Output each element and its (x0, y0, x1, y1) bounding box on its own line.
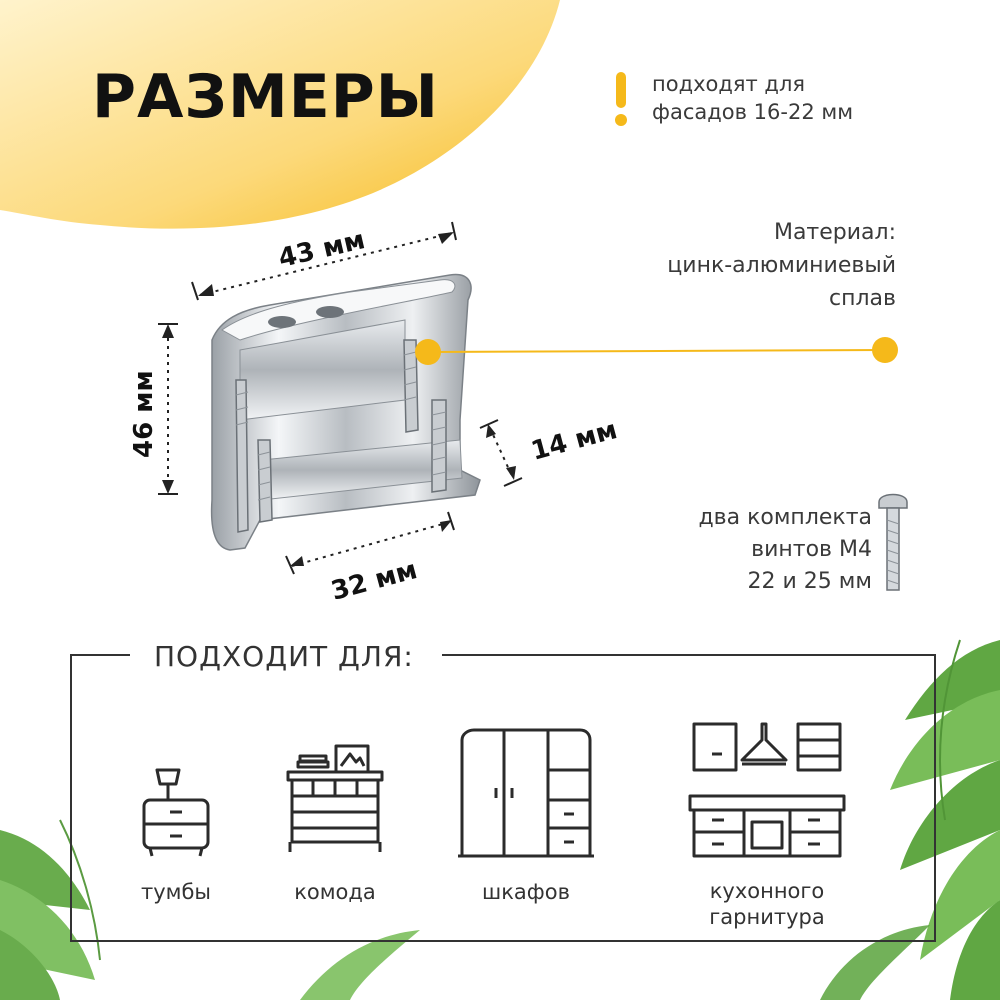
fits-for-heading: ПОДХОДИТ ДЛЯ: (140, 640, 428, 673)
screws-line2: винтов М4 (751, 537, 872, 562)
screws-line1: два комплекта (698, 505, 872, 530)
fit-label-dresser: комода (294, 880, 376, 904)
dimension-lines (167, 232, 513, 567)
fit-note-line2: фасадов 16-22 мм (652, 100, 854, 124)
box-top-border (70, 654, 936, 656)
callout-dot-right (872, 337, 898, 363)
yellow-blob (0, 0, 560, 229)
material-line3: сплав (829, 286, 896, 311)
material-line2: цинк-алюминиевый (667, 253, 896, 278)
facade-fit-note: подходят для фасадов 16-22 мм (652, 70, 853, 126)
handle-screws (235, 339, 447, 533)
screws-line3: 22 и 25 мм (747, 569, 872, 594)
dimension-height: 46 мм (129, 370, 159, 458)
screws-info: два комплекта винтов М4 22 и 25 мм (572, 502, 872, 598)
palm-leaf-left (0, 819, 101, 1000)
page-title: РАЗМЕРЫ (92, 62, 439, 132)
nightstand-icon (142, 768, 210, 857)
material-callout-line (427, 349, 886, 353)
extension-marks (158, 221, 523, 575)
kitchen-icon (688, 722, 846, 858)
fit-label-kitchen: кухонного гарнитура (692, 878, 842, 930)
fits-for-box (70, 654, 936, 942)
fit-label-kitchen-line2: гарнитура (709, 905, 825, 929)
bolt-icon (878, 493, 908, 591)
dresser-icon (286, 744, 384, 852)
screw-threads (235, 351, 447, 501)
fit-note-line1: подходят для (652, 72, 806, 96)
fit-label-kitchen-line1: кухонного (709, 879, 825, 903)
material-info: Материал: цинк-алюминиевый сплав (576, 216, 896, 315)
fit-label-wardrobe: шкафов (482, 880, 570, 904)
palm-leaf-bottom (300, 925, 930, 1000)
fit-label-nightstand: тумбы (140, 880, 212, 904)
exclamation-icon (615, 72, 627, 126)
wardrobe-icon (458, 728, 594, 858)
dimension-arrows (162, 232, 516, 566)
palm-leaf-right (890, 639, 1000, 1000)
callout-dot-left (415, 339, 441, 365)
material-line1: Материал: (773, 220, 896, 245)
